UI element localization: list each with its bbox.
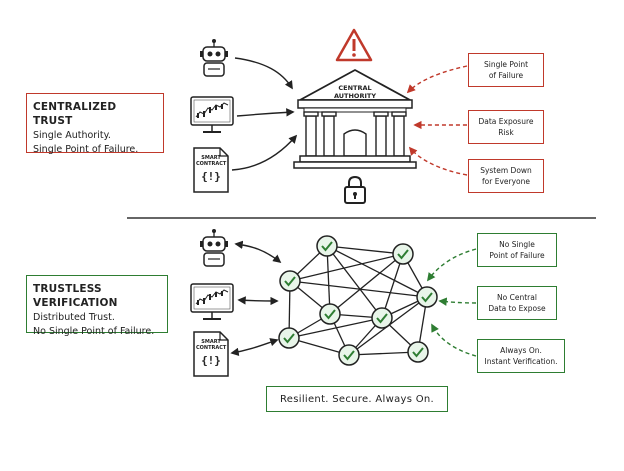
arrow-benefit-2 [438,297,477,306]
centralized-trust-line1: Single Authority. [33,130,111,141]
authority-label-line1: CENTRAL [338,84,372,92]
smart-contract-line1: SMART [201,339,221,345]
trustless-verification-line2: No Single Point of Failure. [33,326,155,337]
smart-contract-line2: CONTRACT [196,345,227,351]
arrow-robot-to-authority [234,57,293,90]
benefit-2-line1: No Central [497,293,537,302]
network-node-check-icon [319,303,341,325]
smart-contract-line1: SMART [201,155,221,161]
risk-1-line2: of Failure [488,71,524,80]
smart-contract-label: SMART CONTRACT [196,339,226,351]
arrow-monitor-to-authority [236,108,295,117]
robot-icon [200,39,228,77]
trustless-verification-line1: Distributed Trust. [33,312,115,323]
risk-3-line1: System Down [480,166,532,175]
risk-box-system-down: System Down for Everyone [468,159,544,193]
benefit-3-line1: Always On. [500,346,542,355]
network-node-check-icon [278,327,300,349]
risk-box-data-exposure: Data Exposure Risk [468,110,544,144]
arrow-benefit-3 [431,323,477,357]
smart-contract-icon [193,331,229,377]
centralized-trust-title: CENTRALIZED TRUST [33,101,117,127]
arrow-robot-network [234,240,282,264]
arrow-risk-3 [408,146,468,176]
benefit-2-line2: Data to Expose [488,304,546,313]
arrow-monitor-network [237,296,279,306]
risk-1-line1: Single Point [483,60,529,69]
arrow-contract-network [230,338,279,357]
network-node-check-icon [416,286,438,308]
trustless-verification-box: TRUSTLESS VERIFICATION Distributed Trust… [26,275,168,337]
smart-contract-line2: CONTRACT [196,161,227,167]
benefit-box-no-central-data: No Central Data to Expose [477,286,557,320]
smart-contract-label: SMART CONTRACT [196,155,226,167]
benefit-box-no-single-point: No Single Point of Failure [477,233,557,267]
warning-icon [335,28,373,62]
network-node-check-icon [407,341,429,363]
network-node-check-icon [338,344,360,366]
risk-box-single-point: Single Point of Failure [468,53,544,87]
trustless-verification-title: TRUSTLESS VERIFICATION [33,283,118,309]
risk-3-line2: for Everyone [482,177,530,186]
smart-contract-glyph: {!} [201,354,221,367]
padlock-icon [344,175,366,204]
monitor-chart-icon [190,283,234,320]
benefit-1-line1: No Single [499,240,535,249]
centralized-trust-box: CENTRALIZED TRUST Single Authority. Sing… [26,93,164,155]
arrow-contract-to-authority [231,134,298,171]
robot-icon [200,229,228,267]
risk-2-line2: Risk [498,128,514,137]
network-node-check-icon [279,270,301,292]
benefit-1-line2: Point of Failure [489,251,545,260]
smart-contract-glyph: {!} [201,170,221,183]
network-node-check-icon [316,235,338,257]
central-authority-label: CENTRAL AUTHORITY [318,84,392,100]
authority-label-line2: AUTHORITY [333,92,377,100]
arrow-benefit-1 [426,248,477,282]
centralized-trust-line2: Single Point of Failure. [33,144,139,155]
benefit-box-always-on: Always On. Instant Verification. [477,339,565,373]
footer-tagline: Resilient. Secure. Always On. [266,386,448,412]
network-node-check-icon [371,307,393,329]
monitor-chart-icon [190,96,234,133]
network-node-check-icon [392,243,414,265]
benefit-3-line2: Instant Verification. [484,357,558,366]
smart-contract-icon [193,147,229,193]
risk-2-line1: Data Exposure [478,117,534,126]
arrow-risk-1 [406,65,468,94]
bank-building-icon [293,69,417,169]
